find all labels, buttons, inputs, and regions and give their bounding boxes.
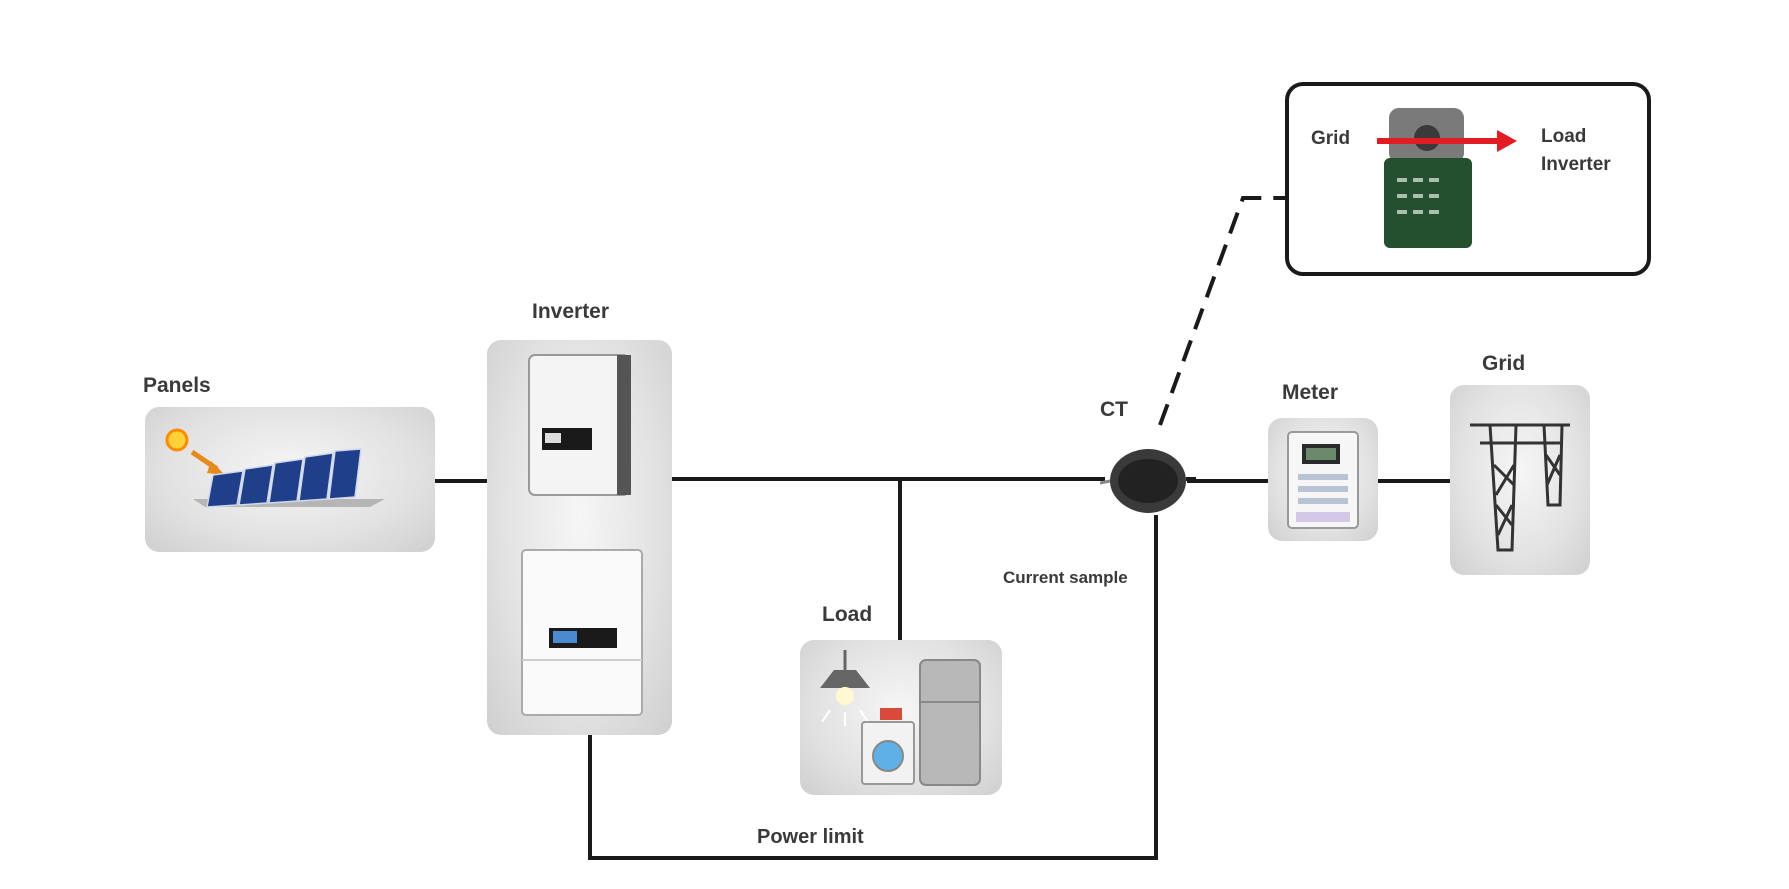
power-transmission-tower-icon bbox=[1470, 423, 1570, 552]
inverter-unit-1-icon bbox=[528, 354, 630, 496]
ceiling-lamp-icon bbox=[820, 670, 870, 688]
current-sample-label: Current sample bbox=[1003, 568, 1128, 587]
sun-icon bbox=[165, 428, 189, 452]
arrow-head-icon bbox=[1497, 130, 1517, 152]
electric-meter-icon bbox=[1287, 431, 1359, 529]
ct-callout-dashed-line bbox=[1158, 196, 1285, 426]
inverter-units-icon bbox=[521, 354, 643, 716]
callout-grid-label: Grid bbox=[1311, 128, 1351, 149]
load-box bbox=[800, 640, 1002, 795]
solar-panels-box bbox=[145, 407, 435, 552]
ct-sensor-icon bbox=[1100, 449, 1196, 513]
load-label: Load bbox=[822, 603, 873, 626]
solar-panels-icon bbox=[165, 428, 385, 508]
inverter-label: Inverter bbox=[532, 300, 610, 323]
ct-label: CT bbox=[1100, 398, 1128, 421]
power-limit-label: Power limit bbox=[757, 826, 864, 848]
callout-load-label: Load bbox=[1541, 126, 1587, 147]
power-limit-feedback-wire bbox=[588, 515, 1158, 860]
clamp-ct-illustration bbox=[1377, 108, 1517, 248]
meter-box bbox=[1268, 418, 1378, 541]
panels-label: Panels bbox=[143, 374, 211, 397]
household-appliances-icon bbox=[820, 650, 981, 786]
callout-inverter-label: Inverter bbox=[1541, 154, 1611, 175]
grid-label: Grid bbox=[1482, 352, 1526, 375]
meter-label: Meter bbox=[1282, 381, 1339, 404]
grid-box bbox=[1450, 385, 1590, 575]
inverter-box bbox=[487, 340, 672, 735]
refrigerator-icon bbox=[919, 659, 981, 786]
ct-clamp-base-icon bbox=[1384, 158, 1472, 248]
ct-detail-callout: Grid Load Inverter bbox=[1285, 82, 1651, 276]
